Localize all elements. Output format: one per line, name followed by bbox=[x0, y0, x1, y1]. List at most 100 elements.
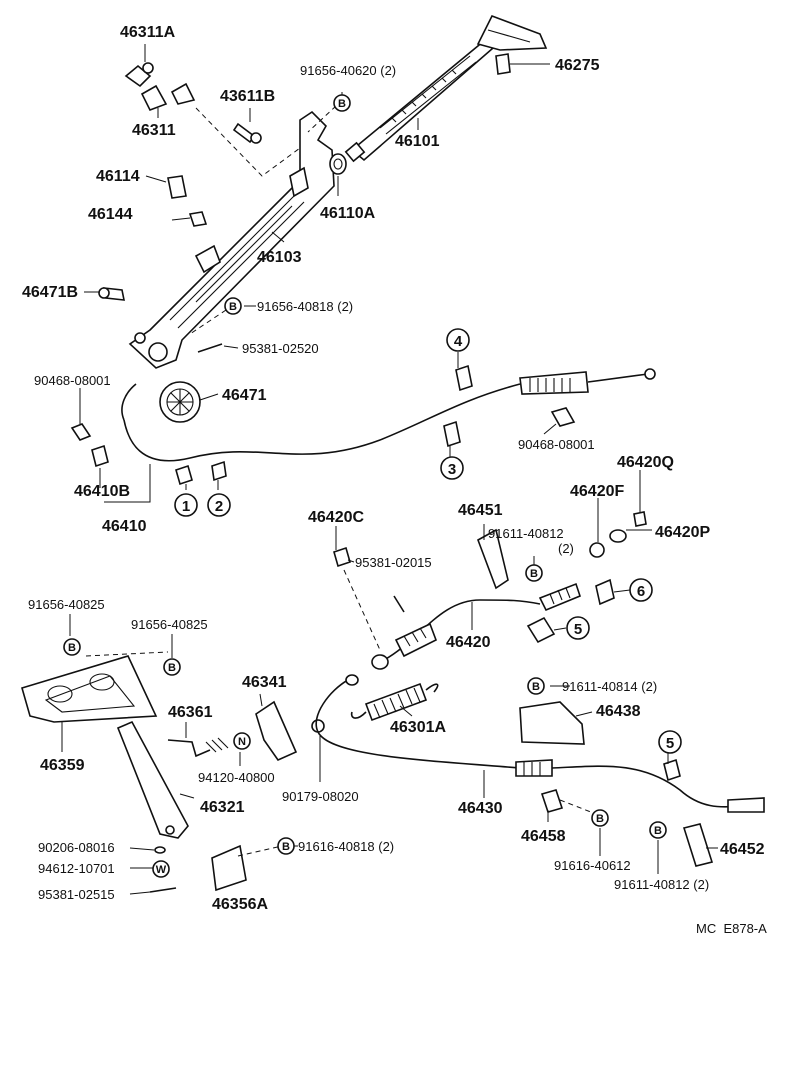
label-46420Q: 46420Q bbox=[617, 454, 674, 471]
label-46438: 46438 bbox=[596, 703, 641, 720]
label-91656-40825-right: 91656-40825 bbox=[131, 617, 208, 632]
callout-3: 3 bbox=[440, 456, 464, 480]
part-46114 bbox=[167, 175, 187, 199]
clip-1 bbox=[175, 464, 193, 486]
label-46420P: 46420P bbox=[655, 524, 710, 541]
cable-46430 bbox=[315, 674, 765, 813]
label-91611-40812-upper: 91611-40812 bbox=[488, 526, 564, 541]
washer-90206-08016 bbox=[154, 846, 166, 854]
marker-b-8: B bbox=[591, 809, 609, 827]
svg-text:4: 4 bbox=[454, 333, 463, 350]
label-46311: 46311 bbox=[132, 122, 176, 139]
label-91656-40818: 91656-40818 (2) bbox=[257, 299, 353, 314]
label-43611B: 43611B bbox=[220, 88, 275, 105]
label-46471: 46471 bbox=[222, 387, 267, 404]
part-46458 bbox=[540, 789, 564, 813]
clip-5-upper bbox=[526, 616, 556, 644]
label-46103: 46103 bbox=[257, 249, 302, 266]
label-46356A: 46356A bbox=[212, 896, 268, 913]
clip-4 bbox=[455, 364, 473, 392]
dash-46356A bbox=[237, 845, 283, 857]
label-91616-40612: 91616-40612 bbox=[554, 858, 631, 873]
label-46451: 46451 bbox=[458, 502, 503, 519]
bracket-46451 bbox=[477, 528, 509, 590]
label-46101: 46101 bbox=[395, 133, 440, 150]
label-94612-10701: 94612-10701 bbox=[38, 861, 115, 876]
label-46341: 46341 bbox=[242, 674, 287, 691]
label-95381-02015: 95381-02015 bbox=[355, 555, 432, 570]
svg-text:N: N bbox=[238, 736, 246, 748]
svg-text:B: B bbox=[282, 841, 290, 853]
label-46359: 46359 bbox=[40, 757, 85, 774]
marker-b-7: B bbox=[277, 837, 295, 855]
clip-5-lower bbox=[663, 758, 681, 782]
label-94120-40800: 94120-40800 bbox=[198, 770, 275, 785]
bracket-46103 bbox=[128, 110, 335, 369]
label-91616-40818: 91616-40818 (2) bbox=[298, 839, 394, 854]
diagram-code: MC E878-A bbox=[696, 921, 767, 936]
svg-text:5: 5 bbox=[666, 735, 674, 752]
part-46420F bbox=[589, 542, 605, 558]
label-91611-40812-qty: (2) bbox=[558, 541, 574, 556]
grip-46275 bbox=[476, 14, 548, 75]
svg-text:B: B bbox=[532, 681, 540, 693]
clip-6 bbox=[595, 578, 615, 606]
label-91656-40620: 91656-40620 (2) bbox=[300, 63, 396, 78]
arm-46321 bbox=[116, 720, 189, 839]
svg-text:B: B bbox=[654, 825, 662, 837]
label-90206-08016: 90206-08016 bbox=[38, 840, 115, 855]
svg-text:1: 1 bbox=[182, 498, 190, 515]
label-91611-40814: 91611-40814 (2) bbox=[562, 679, 657, 694]
rod-46361 bbox=[167, 737, 229, 758]
svg-text:5: 5 bbox=[574, 621, 582, 638]
svg-text:B: B bbox=[530, 568, 538, 580]
marker-b-4: B bbox=[63, 638, 81, 656]
upper-leaders bbox=[79, 44, 652, 542]
spring-46301A bbox=[350, 682, 439, 722]
marker-n: N bbox=[233, 732, 251, 750]
label-90468-08001-right: 90468-08001 bbox=[518, 437, 595, 452]
dash-46359 bbox=[85, 651, 169, 657]
label-46321: 46321 bbox=[200, 799, 245, 816]
part-46420P bbox=[609, 529, 627, 543]
svg-text:2: 2 bbox=[215, 498, 223, 515]
label-46311A: 46311A bbox=[120, 24, 176, 41]
label-46410B: 46410B bbox=[74, 483, 130, 500]
clip-3 bbox=[443, 420, 461, 448]
part-46410B bbox=[91, 444, 109, 468]
cotter-95381-02015 bbox=[393, 595, 405, 613]
svg-text:W: W bbox=[156, 864, 167, 876]
callout-1: 1 bbox=[174, 493, 198, 517]
bolt-46420C bbox=[333, 546, 351, 568]
marker-b-1: B bbox=[333, 94, 351, 112]
label-46301A: 46301A bbox=[390, 719, 446, 736]
dash-lower-1 bbox=[343, 569, 381, 651]
bracket-46438 bbox=[519, 701, 585, 745]
clip-90468-08001-right bbox=[550, 407, 576, 427]
label-91611-40812-lower: 91611-40812 (2) bbox=[614, 877, 709, 892]
clip-46311A bbox=[124, 62, 154, 88]
callout-5-upper: 5 bbox=[566, 616, 590, 640]
bracket-46341 bbox=[255, 700, 298, 761]
lever-46101 bbox=[344, 35, 502, 163]
label-46361: 46361 bbox=[168, 704, 213, 721]
label-46110A: 46110A bbox=[320, 205, 376, 222]
clip-90468-08001-left bbox=[70, 423, 92, 441]
label-46410: 46410 bbox=[102, 518, 147, 535]
label-46420: 46420 bbox=[446, 634, 491, 651]
cable-46420 bbox=[371, 582, 581, 670]
svg-text:B: B bbox=[338, 98, 346, 110]
label-95381-02515: 95381-02515 bbox=[38, 887, 115, 902]
label-46452: 46452 bbox=[720, 841, 765, 858]
label-46471B: 46471B bbox=[22, 284, 78, 301]
marker-b-2: B bbox=[224, 297, 242, 315]
svg-text:B: B bbox=[596, 813, 604, 825]
bracket-46356A bbox=[211, 844, 247, 892]
marker-b-9: B bbox=[649, 821, 667, 839]
marker-b-6: B bbox=[527, 677, 545, 695]
label-91656-40825-left: 91656-40825 bbox=[28, 597, 105, 612]
part-46452 bbox=[682, 823, 714, 867]
cable-46410 bbox=[121, 368, 656, 462]
label-46420C: 46420C bbox=[308, 509, 364, 526]
